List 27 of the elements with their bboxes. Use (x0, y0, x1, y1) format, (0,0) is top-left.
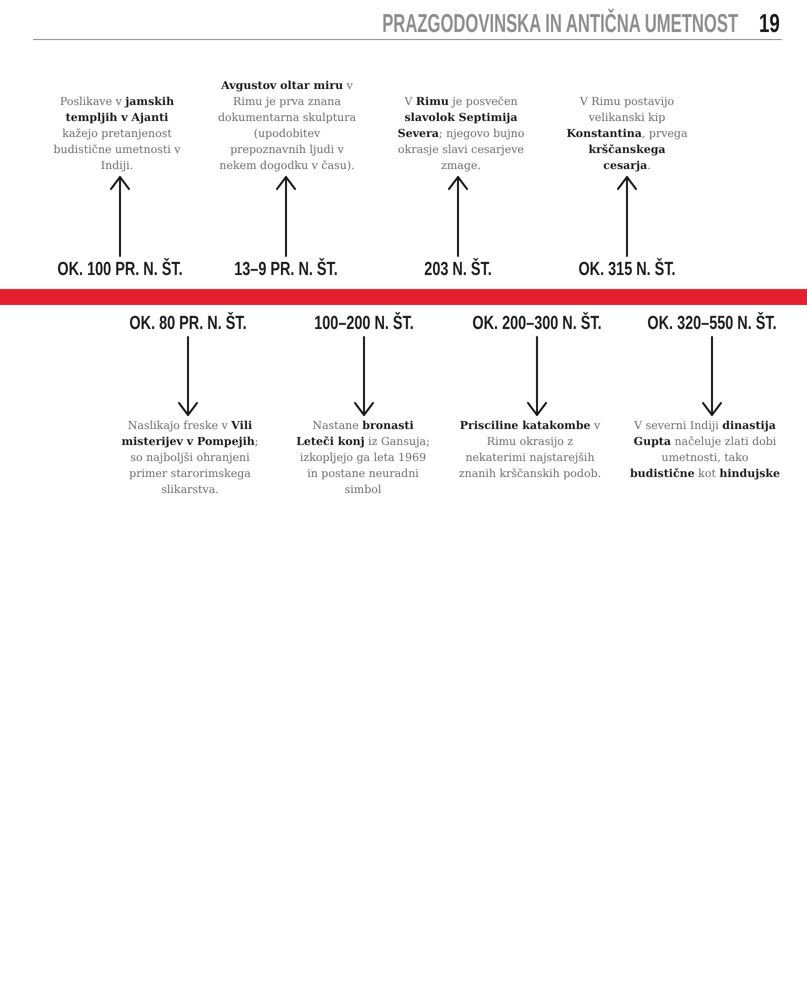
event-description: V severni Indiji dinastija Gupta načeluje zlati dobi umetnosti, tako budistične kot hindujske (629, 418, 781, 482)
arrow (110, 176, 130, 257)
date-heading: 13–9 PR. N. ŠT. (234, 259, 338, 280)
arrow (527, 336, 547, 416)
event-description: Prisciline katakombe v Rimu okrasijo z nekaterimi najstarejših znanih krščanskih podob. (455, 418, 605, 482)
arrow (448, 176, 468, 257)
event-description: Poslikave v jamskih templjih v Ajanti kažejo pretanjenost budistične umetnosti v Indiji. (53, 94, 181, 174)
date-heading: OK. 320–550 N. ŠT. (647, 313, 777, 334)
arrow (276, 176, 296, 257)
event-description: Nastane bronasti Leteči konj iz Gansuja; izkopljejo ga leta 1969 in postane neuradni simbol (293, 418, 433, 498)
timeline-band (0, 289, 807, 305)
arrow (617, 176, 637, 257)
date-heading: OK. 200–300 N. ŠT. (472, 313, 602, 334)
date-heading: OK. 100 PR. N. ŠT. (57, 259, 183, 280)
arrow (178, 336, 198, 416)
event-description: V Rimu postavijo velikanski kip Konstantina, prvega krščanskega cesarja. (566, 94, 688, 174)
event-description: Avgustov oltar miru v Rimu je prva znana dokumentarna skulptura (upodobitev prepoznavnih ljudi v nekem dogodku v času). (216, 78, 358, 174)
date-heading: 203 N. ŠT. (424, 259, 492, 280)
event-description: V Rimu je posvečen slavolok Septimija Severa; njegovo bujno okrasje slavi cesarjeve zmage. (391, 94, 531, 174)
event-description: Naslikajo freske v Vili misterijev v Pompejih; so najboljši ohranjeni primer starorimskega slikarstva. (117, 418, 263, 498)
arrow (354, 336, 374, 416)
page-number: 19 (759, 9, 780, 37)
arrow (702, 336, 722, 416)
date-heading: OK. 315 N. ŠT. (578, 259, 676, 280)
page-heading: PRAZGODOVINSKA IN ANTIČNA UMETNOST (382, 9, 738, 37)
date-heading: OK. 80 PR. N. ŠT. (129, 313, 247, 334)
date-heading: 100–200 N. ŠT. (314, 313, 414, 334)
